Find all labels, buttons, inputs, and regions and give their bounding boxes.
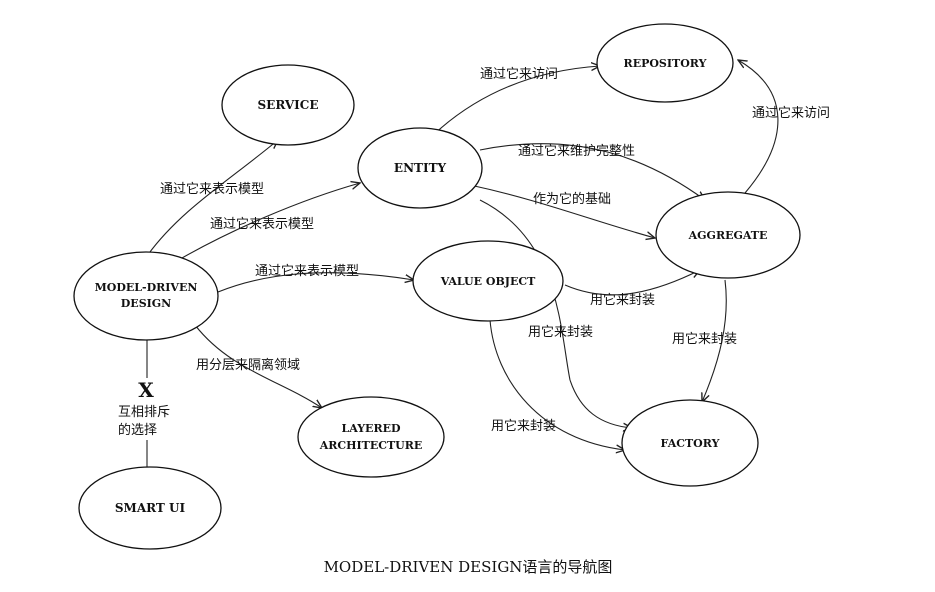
edge-entity-aggregate-integrity: [479, 143, 705, 200]
edge-mdd-entity: [174, 183, 360, 263]
edge-entity-repository: [429, 66, 600, 139]
node-value-object-label: VALUE OBJECT: [440, 275, 536, 288]
node-smart-ui-label: SMART UI: [115, 501, 186, 515]
label-entity-factory: 用它来封装: [528, 324, 593, 340]
label-aggregate-repository: 通过它来访问: [752, 105, 830, 121]
edge-mdd-value-object: [217, 272, 414, 293]
node-service-label: SERVICE: [258, 98, 319, 112]
label-mutually-exclusive-line1: 互相排斥: [118, 405, 170, 420]
label-mutually-exclusive-line2: 的选择: [118, 422, 157, 438]
label-value-object-aggregate: 用它来封装: [590, 292, 655, 308]
label-aggregate-factory: 用它来封装: [672, 331, 737, 347]
label-value-object-factory: 用它来封装: [491, 418, 556, 434]
node-mdd-label-line2: DESIGN: [121, 297, 171, 310]
edge-mdd-service: [146, 140, 278, 257]
node-smart-ui: SMART UI: [78, 466, 222, 550]
edge-mdd-layered: [194, 324, 322, 408]
node-factory-label: FACTORY: [661, 437, 720, 450]
node-repository: REPOSITORY: [596, 23, 734, 103]
label-mdd-service: 通过它来表示模型: [160, 181, 264, 197]
node-value-object: VALUE OBJECT: [412, 240, 564, 322]
node-layered-label-line1: LAYERED: [341, 422, 400, 435]
edge-aggregate-factory: [702, 279, 727, 402]
node-model-driven-design: MODEL-DRIVEN DESIGN: [73, 251, 219, 341]
edges: [146, 60, 779, 468]
label-mdd-entity: 通过它来表示模型: [210, 216, 314, 232]
edge-entity-aggregate-root: [469, 184, 655, 238]
nodes: SERVICE REPOSITORY ENTITY AGGREGATE MODE…: [73, 23, 801, 550]
edge-value-object-factory: [489, 319, 625, 450]
node-repository-label: REPOSITORY: [624, 57, 707, 70]
node-service: SERVICE: [221, 64, 355, 146]
node-aggregate: AGGREGATE: [655, 191, 801, 279]
node-aggregate-label: AGGREGATE: [688, 229, 768, 242]
mutually-exclusive-x-mark: X: [138, 378, 154, 402]
label-entity-aggregate-root: 作为它的基础: [533, 191, 611, 207]
figure-caption: MODEL-DRIVEN DESIGN语言的导航图: [324, 558, 613, 576]
node-layered-label-line2: ARCHITECTURE: [319, 439, 423, 452]
label-entity-repository: 通过它来访问: [480, 66, 558, 82]
node-entity-label: ENTITY: [394, 161, 447, 175]
node-mdd-label-line1: MODEL-DRIVEN: [95, 281, 198, 294]
label-mdd-layered: 用分层来隔离领域: [196, 357, 300, 373]
edge-aggregate-repository: [738, 60, 779, 194]
node-entity: ENTITY: [357, 127, 483, 209]
label-entity-aggregate-integrity: 通过它来维护完整性: [518, 143, 635, 159]
node-factory: FACTORY: [621, 399, 759, 487]
edge-entity-factory: [479, 199, 632, 428]
label-mdd-value-object: 通过它来表示模型: [255, 263, 359, 279]
node-layered-architecture: LAYERED ARCHITECTURE: [297, 396, 445, 478]
edge-value-object-aggregate: [564, 270, 700, 296]
edge-labels: 通过它来表示模型 通过它来表示模型 通过它来表示模型 用分层来隔离领域 X 互相…: [118, 66, 830, 438]
